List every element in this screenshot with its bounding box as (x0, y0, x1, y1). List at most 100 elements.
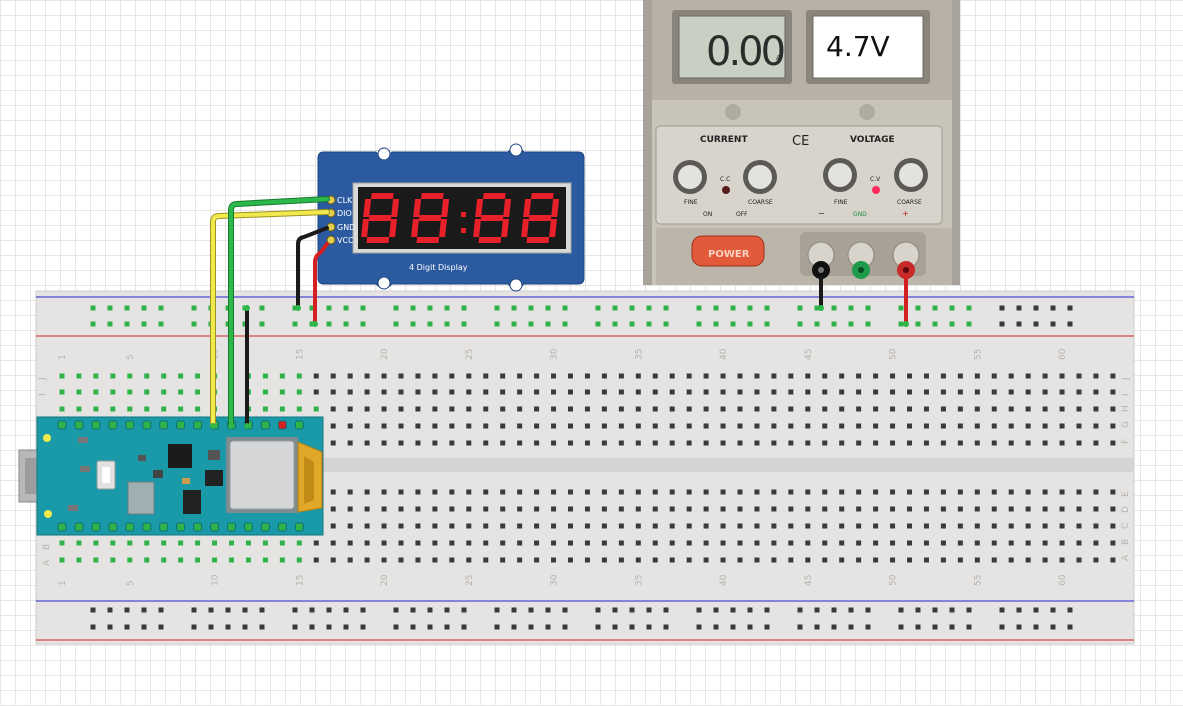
terminal-hole[interactable] (449, 406, 455, 412)
terminal-hole[interactable] (1042, 523, 1048, 529)
rail-hole[interactable] (713, 305, 719, 311)
terminal-hole[interactable] (415, 540, 421, 546)
terminal-hole[interactable] (601, 406, 607, 412)
terminal-hole[interactable] (720, 489, 726, 495)
rail-hole[interactable] (393, 607, 399, 613)
terminal-hole[interactable] (890, 440, 896, 446)
rail-hole[interactable] (90, 624, 96, 630)
terminal-hole[interactable] (771, 406, 777, 412)
rail-hole[interactable] (898, 624, 904, 630)
terminal-hole[interactable] (1110, 506, 1116, 512)
rail-hole[interactable] (1050, 305, 1056, 311)
rail-hole[interactable] (191, 305, 197, 311)
terminal-hole[interactable] (500, 557, 506, 563)
rail-hole[interactable] (107, 321, 113, 327)
voltage-coarse-knob[interactable] (894, 158, 928, 192)
terminal-hole[interactable] (754, 440, 760, 446)
terminal-hole[interactable] (398, 489, 404, 495)
terminal-hole[interactable] (856, 523, 862, 529)
terminal-hole[interactable] (1059, 406, 1065, 412)
rail-hole[interactable] (393, 624, 399, 630)
terminal-hole[interactable] (279, 557, 285, 563)
terminal-hole[interactable] (635, 440, 641, 446)
terminal-hole[interactable] (568, 489, 573, 495)
terminal-hole[interactable] (618, 489, 624, 495)
terminal-hole[interactable] (907, 423, 912, 429)
terminal-hole[interactable] (652, 406, 658, 412)
terminal-hole[interactable] (805, 373, 811, 379)
terminal-hole[interactable] (703, 523, 709, 529)
terminal-hole[interactable] (279, 406, 285, 412)
terminal-hole[interactable] (76, 373, 82, 379)
terminal-hole[interactable] (347, 373, 353, 379)
terminal-hole[interactable] (873, 523, 879, 529)
rail-hole[interactable] (898, 607, 904, 613)
terminal-hole[interactable] (873, 506, 879, 512)
terminal-hole[interactable] (1008, 373, 1014, 379)
terminal-hole[interactable] (991, 557, 997, 563)
rail-hole[interactable] (629, 321, 635, 327)
terminal-hole[interactable] (568, 440, 573, 446)
rail-hole[interactable] (191, 624, 197, 630)
terminal-hole[interactable] (347, 489, 353, 495)
terminal-hole[interactable] (618, 423, 624, 429)
terminal-hole[interactable] (466, 506, 472, 512)
terminal-hole[interactable] (703, 389, 709, 395)
rail-hole[interactable] (494, 321, 500, 327)
terminal-hole[interactable] (330, 540, 336, 546)
terminal-hole[interactable] (568, 506, 573, 512)
terminal-hole[interactable] (262, 557, 268, 563)
terminal-hole[interactable] (940, 489, 946, 495)
terminal-hole[interactable] (1093, 523, 1099, 529)
terminal-hole[interactable] (584, 489, 590, 495)
rail-hole[interactable] (747, 624, 753, 630)
terminal-hole[interactable] (1008, 440, 1014, 446)
terminal-hole[interactable] (110, 389, 116, 395)
terminal-hole[interactable] (822, 406, 828, 412)
terminal-hole[interactable] (449, 540, 455, 546)
terminal-hole[interactable] (601, 373, 607, 379)
rail-hole[interactable] (90, 321, 96, 327)
rail-hole[interactable] (107, 305, 113, 311)
rail-hole[interactable] (1050, 607, 1056, 613)
terminal-hole[interactable] (907, 557, 912, 563)
terminal-hole[interactable] (771, 506, 777, 512)
terminal-hole[interactable] (635, 506, 641, 512)
rail-hole[interactable] (90, 305, 96, 311)
terminal-hole[interactable] (652, 440, 658, 446)
rail-hole[interactable] (562, 321, 568, 327)
terminal-hole[interactable] (500, 523, 506, 529)
rail-hole[interactable] (141, 607, 147, 613)
terminal-hole[interactable] (788, 373, 794, 379)
terminal-hole[interactable] (754, 423, 760, 429)
rail-hole[interactable] (831, 607, 837, 613)
terminal-hole[interactable] (1025, 423, 1031, 429)
rail-hole[interactable] (208, 607, 214, 613)
rail-hole[interactable] (865, 624, 871, 630)
rail-hole[interactable] (747, 607, 753, 613)
terminal-hole[interactable] (330, 423, 336, 429)
rail-hole[interactable] (444, 607, 450, 613)
rail-hole[interactable] (663, 305, 669, 311)
terminal-hole[interactable] (805, 540, 811, 546)
terminal-hole[interactable] (940, 423, 946, 429)
terminal-hole[interactable] (652, 540, 658, 546)
terminal-hole[interactable] (669, 423, 675, 429)
rail-hole[interactable] (259, 624, 265, 630)
terminal-hole[interactable] (890, 540, 896, 546)
terminal-hole[interactable] (500, 406, 506, 412)
rail-hole[interactable] (90, 607, 96, 613)
rail-hole[interactable] (528, 305, 534, 311)
rail-hole[interactable] (1067, 321, 1073, 327)
terminal-hole[interactable] (940, 540, 946, 546)
rail-hole[interactable] (259, 607, 265, 613)
terminal-hole[interactable] (974, 440, 980, 446)
terminal-hole[interactable] (381, 540, 387, 546)
terminal-hole[interactable] (262, 373, 268, 379)
rail-hole[interactable] (292, 624, 298, 630)
rail-hole[interactable] (494, 305, 500, 311)
terminal-hole[interactable] (601, 440, 607, 446)
terminal-hole[interactable] (974, 506, 980, 512)
rail-hole[interactable] (326, 305, 332, 311)
terminal-hole[interactable] (212, 540, 218, 546)
